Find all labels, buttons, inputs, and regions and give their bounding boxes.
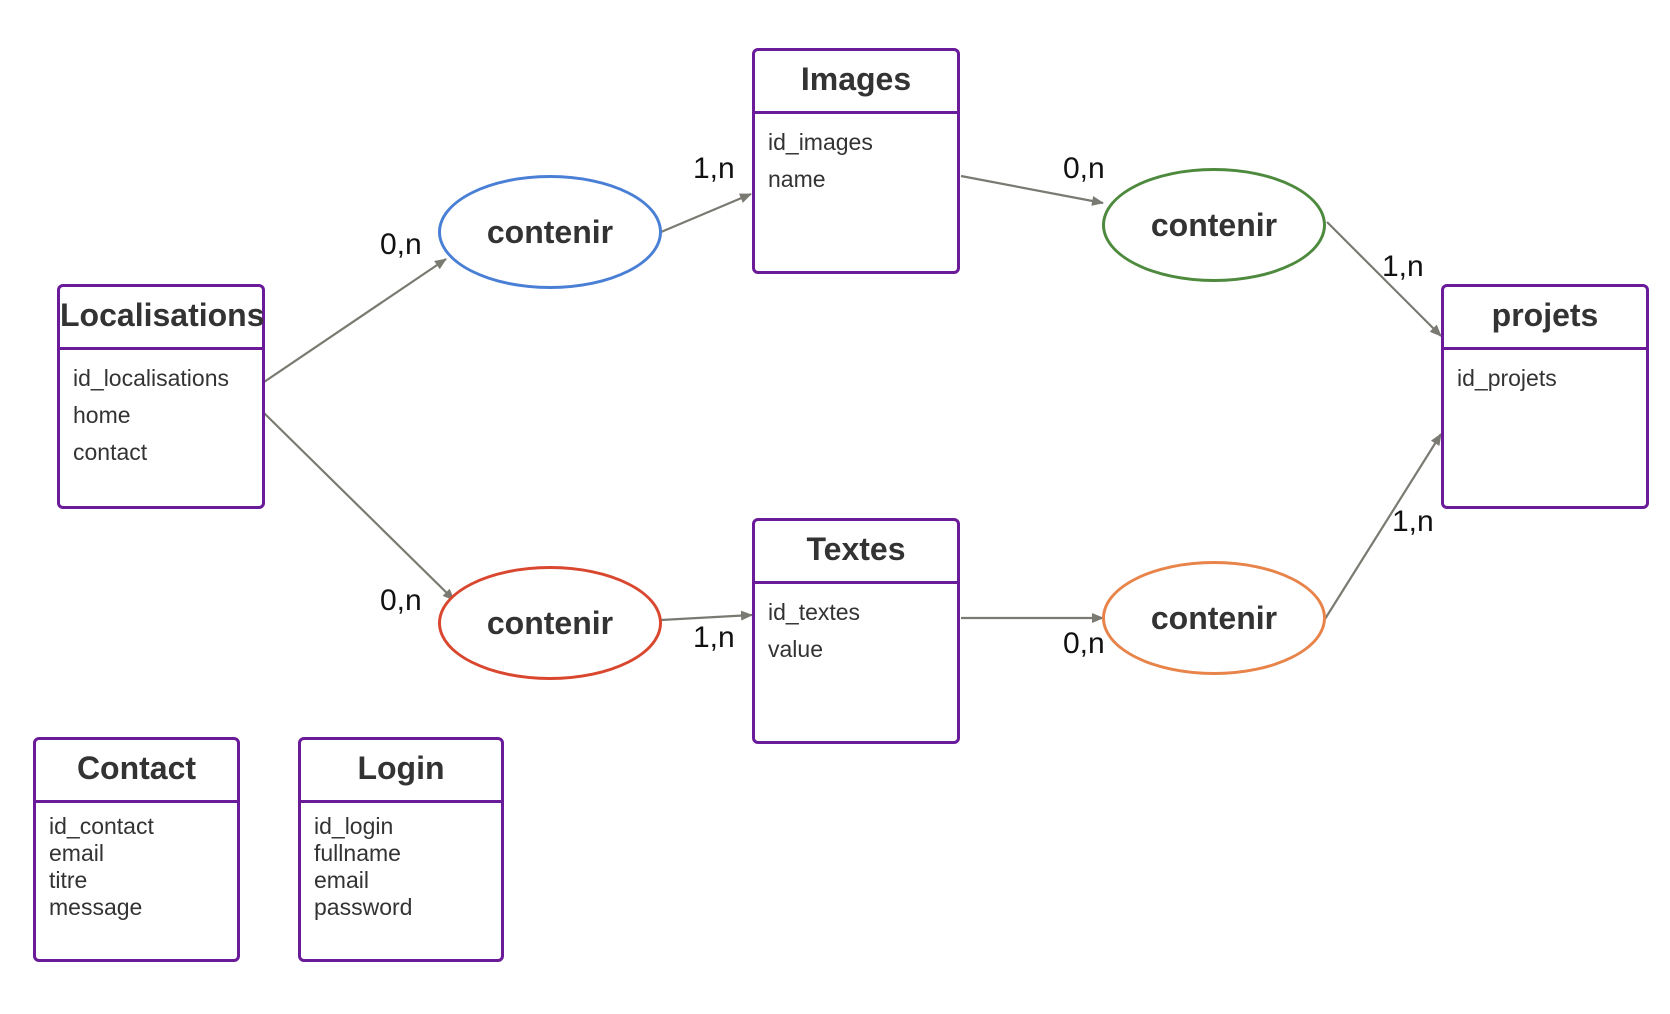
relation-contenir-images-projets[interactable]: contenir [1102,168,1326,282]
cardinality-images: 1,n [693,152,735,185]
entity-title: Contact [36,740,237,803]
entity-title: Localisations [60,287,265,350]
relation-contenir-textes-projets[interactable]: contenir [1102,561,1326,675]
attribute-value: value [768,636,823,662]
attribute-titre: titre [49,867,88,893]
attribute-fullname: fullname [314,840,401,866]
link-contenir-to-projets-bottom [1324,433,1442,620]
entity-contact[interactable]: Contact id_contact email titre message [33,737,240,962]
entity-projets[interactable]: projets id_projets [1441,284,1649,509]
attribute-name: name [768,166,826,192]
attribute-id-projets: id_projets [1457,365,1557,391]
cardinality-localisations-textes-rel: 0,n [380,584,422,617]
attribute-email: email [314,867,369,893]
link-contenir-to-images [660,192,752,234]
attribute-list: id_localisations home contact [60,350,262,471]
link-localisations-to-contenir-images [263,258,447,383]
relation-contenir-localisations-textes[interactable]: contenir [438,566,662,680]
attribute-id-images: id_images [768,129,873,155]
attribute-email: email [49,840,104,866]
attribute-message: message [49,894,143,920]
link-contenir-to-projets-top [1326,221,1442,337]
cardinality-localisations-images-rel: 0,n [380,228,422,261]
attribute-list: id_contact email titre message [36,803,237,921]
cardinality-images-projets-rel: 0,n [1063,152,1105,185]
cardinality-projets-from-textes: 1,n [1392,505,1434,538]
attribute-home: home [73,402,131,428]
link-contenir-to-textes [660,610,753,622]
cardinality-textes: 1,n [693,621,735,654]
entity-title: Images [755,51,957,114]
attribute-password: password [314,894,413,920]
attribute-id-localisations: id_localisations [73,365,229,391]
entity-images[interactable]: Images id_images name [752,48,960,274]
attribute-list: id_projets [1444,350,1646,397]
relation-contenir-localisations-images[interactable]: contenir [438,175,662,289]
attribute-list: id_images name [755,114,957,198]
attribute-id-login: id_login [314,813,394,839]
attribute-list: id_textes value [755,584,957,668]
entity-title: projets [1444,287,1646,350]
attribute-id-contact: id_contact [49,813,154,839]
attribute-contact: contact [73,439,148,465]
entity-login[interactable]: Login id_login fullname email password [298,737,504,962]
link-images-to-contenir-projets [960,174,1104,206]
cardinality-textes-projets-rel: 0,n [1063,627,1105,660]
cardinality-projets-from-images: 1,n [1382,250,1424,283]
attribute-list: id_login fullname email password [301,803,501,921]
entity-title: Login [301,740,501,803]
link-localisations-to-contenir-textes [263,412,455,601]
entity-localisations[interactable]: Localisations id_localisations home cont… [57,284,265,509]
entity-title: Textes [755,521,957,584]
entity-textes[interactable]: Textes id_textes value [752,518,960,744]
attribute-id-textes: id_textes [768,599,861,625]
